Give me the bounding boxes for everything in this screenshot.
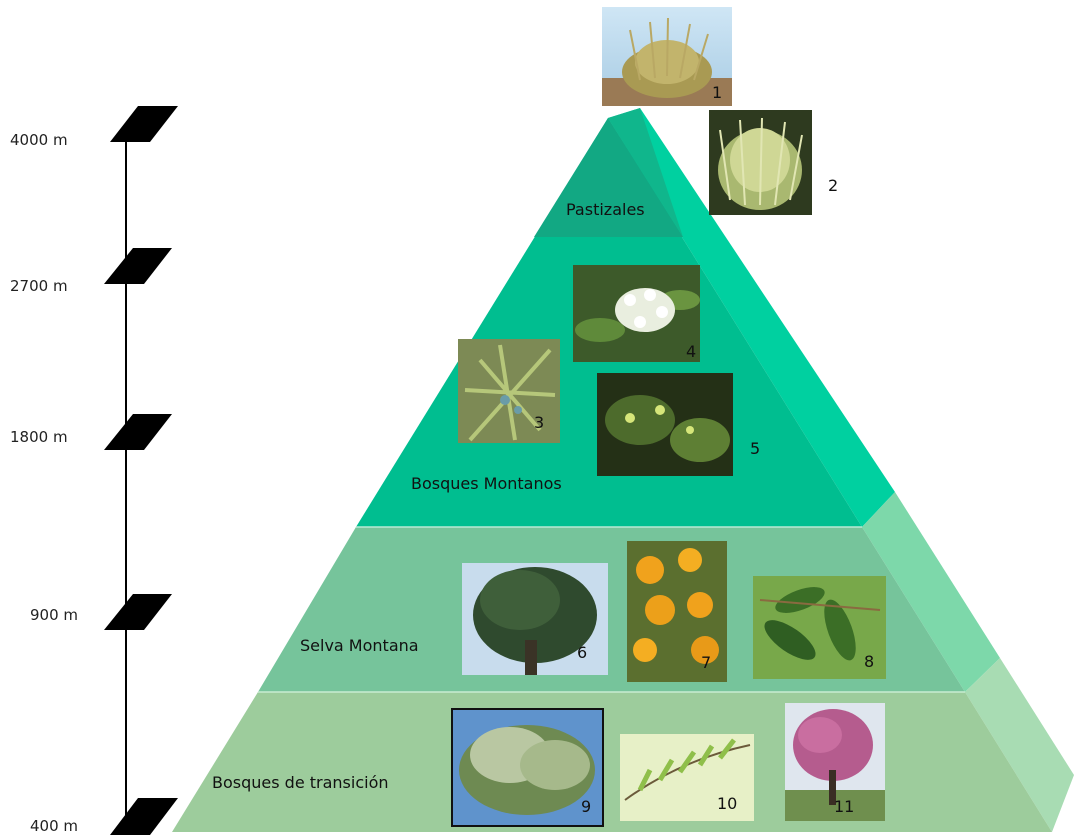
photo-number-2: 2: [828, 176, 838, 195]
zone-grassland: [534, 118, 683, 237]
scale-marker-400: [110, 798, 178, 835]
side-face-upper: [608, 108, 895, 527]
altitude-label-4000: 4000 m: [10, 131, 68, 149]
altitude-scale: 4000 m 2700 m 1800 m 900 m 400 m: [10, 106, 178, 835]
zone-label-bosques-transicion: Bosques de transición: [212, 773, 389, 792]
photo-number-4: 4: [686, 342, 696, 361]
pink-flowering-tree-photo: 11: [785, 703, 885, 821]
zone-label-bosques-montanos: Bosques Montanos: [411, 474, 562, 493]
yellow-flowers-photo: 7: [627, 541, 727, 682]
altitude-label-1800: 1800 m: [10, 428, 68, 446]
walnut-tree-photo: [597, 373, 733, 476]
altitude-label-400: 400 m: [30, 817, 78, 835]
conifer-needles-photo: 3: [458, 339, 560, 443]
feathery-leaves-photo: 10: [620, 734, 754, 821]
large-tree-photo: 6: [462, 563, 608, 675]
photo-number-3: 3: [534, 413, 544, 432]
grass-tussock-photo: 1: [602, 7, 732, 106]
scale-marker-1800: [104, 414, 172, 450]
photo-number-5: 5: [750, 439, 760, 458]
zone-transition-forest: [172, 692, 1052, 832]
photo-number-9: 9: [581, 797, 591, 816]
scale-marker-900: [104, 594, 172, 630]
altitude-label-2700: 2700 m: [10, 277, 68, 295]
altitude-label-900: 900 m: [30, 606, 78, 624]
green-leaves-photo: 8: [753, 576, 886, 679]
scale-marker-4000: [110, 106, 178, 142]
zone-label-selva-montana: Selva Montana: [300, 636, 419, 655]
zone-label-pastizales: Pastizales: [566, 200, 645, 219]
feather-grass-photo: [709, 110, 812, 215]
scale-marker-2700: [104, 248, 172, 284]
photo-number-1: 1: [712, 83, 722, 102]
tree-canopy-photo: 9: [451, 708, 604, 827]
photo-number-11: 11: [834, 797, 854, 816]
photo-number-10: 10: [717, 794, 737, 813]
photo-number-7: 7: [701, 653, 711, 672]
photo-number-8: 8: [864, 652, 874, 671]
white-flower-cluster-photo: 4: [573, 265, 700, 362]
side-face-transition: [965, 658, 1074, 832]
grassland-bevel: [608, 108, 683, 237]
side-face-jungle: [862, 492, 1000, 692]
photo-number-6: 6: [577, 643, 587, 662]
